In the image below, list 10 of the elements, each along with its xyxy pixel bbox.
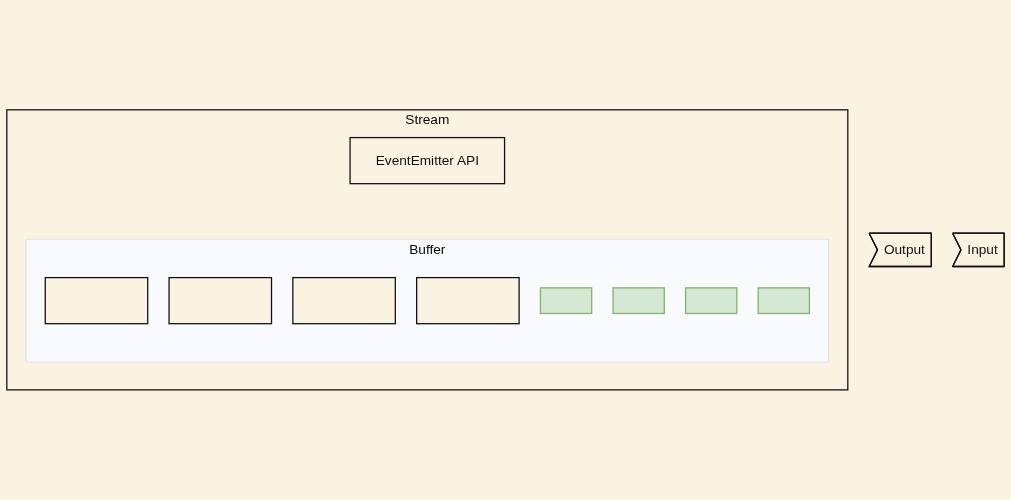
- node-box: [757, 287, 811, 315]
- node-box: [416, 277, 520, 325]
- node-box: EventEmitter API: [349, 137, 506, 185]
- node-box: [292, 277, 396, 325]
- node-box: [44, 277, 149, 325]
- cluster: Buffer: [25, 238, 830, 363]
- node-box: [684, 287, 738, 315]
- node-box: [539, 287, 593, 315]
- node-box: [168, 277, 273, 325]
- node-box: [612, 287, 665, 315]
